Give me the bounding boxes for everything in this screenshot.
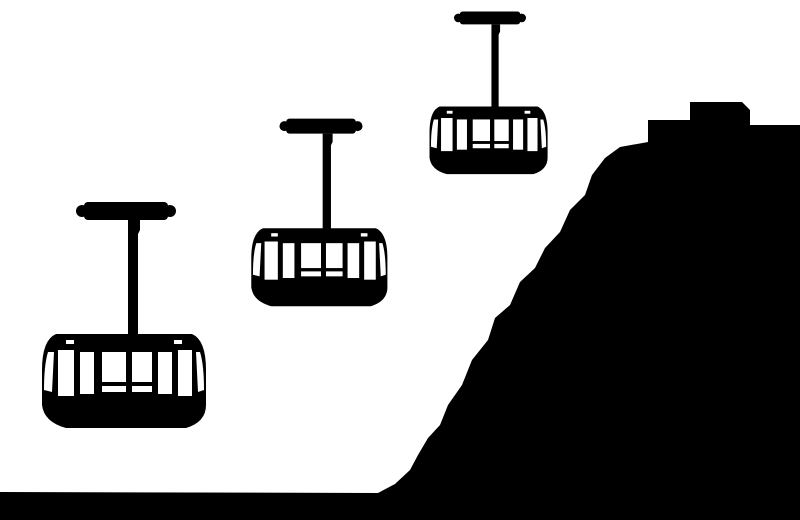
mountain-silhouette xyxy=(0,102,800,520)
